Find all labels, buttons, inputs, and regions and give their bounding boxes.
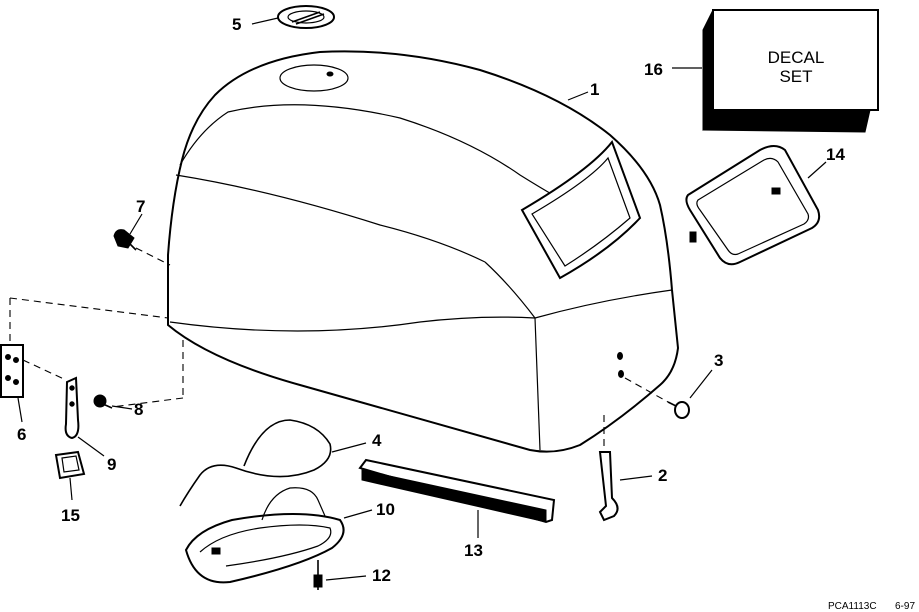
callout-15: 15 [61,506,80,525]
assembly-dashed-lines [9,247,669,452]
screw-part-12 [313,560,323,590]
callout-2: 2 [658,466,667,485]
decal-label-line-2: SET [779,67,812,86]
callout-12: 12 [372,566,391,585]
grommet-part-5 [277,5,335,29]
callout-14: 14 [826,145,845,164]
callout-7: 7 [136,197,145,216]
leader-lines [17,17,827,581]
callout-8: 8 [134,400,143,419]
callout-16: 16 [644,60,663,79]
decal-set-box-part-16 [702,9,879,133]
callout-13: 13 [464,541,483,560]
drawing-code: PCA1113C [828,601,877,612]
screw-part-8 [93,394,113,409]
hinge-plate-part-6 [0,344,24,398]
callout-1: 1 [590,80,599,99]
callout-3: 3 [714,351,723,370]
clip-part-15 [54,450,86,480]
callout-5: 5 [232,15,241,34]
drawing-date: 6-97 [895,601,915,612]
lower-seal-part-10 [184,487,345,584]
decal-label-line-1: DECAL [768,48,825,67]
bracket-part-2 [598,451,619,522]
seal-strip-part-13 [358,458,556,524]
callout-labels: 1 2 3 4 5 6 7 8 9 10 12 13 14 15 16 [17,15,845,585]
callout-9: 9 [107,455,116,474]
wire-part-4 [179,419,332,507]
window-frame-part-14 [685,145,821,266]
callout-4: 4 [372,431,382,450]
latch-arm-part-9 [64,376,80,440]
callout-6: 6 [17,425,26,444]
screw-part-7 [113,229,137,251]
engine-cover-part-1 [167,50,680,453]
callout-10: 10 [376,500,395,519]
screw-part-3 [667,401,690,419]
